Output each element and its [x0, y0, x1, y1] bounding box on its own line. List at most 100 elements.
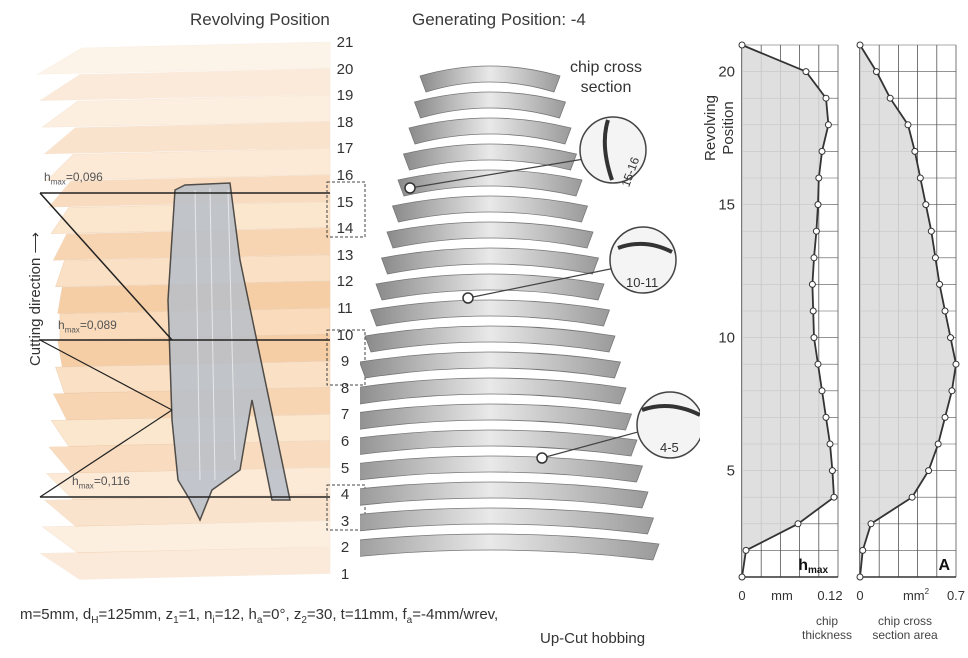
- tooth-band: [408, 117, 572, 145]
- data-point: [867, 520, 875, 528]
- data-point: [941, 413, 949, 421]
- data-point: [927, 227, 935, 235]
- data-point: [886, 94, 894, 102]
- data-point: [904, 121, 912, 129]
- cut-plane: [43, 121, 331, 155]
- revolving-number: 6: [340, 433, 350, 450]
- highlight-box-15-16: [326, 181, 366, 238]
- callout-point-15-16: [404, 182, 416, 194]
- data-point: [925, 467, 933, 475]
- data-point: [814, 360, 822, 368]
- chip-section-callout-15-16: [579, 116, 647, 184]
- revolving-number: 5: [340, 459, 350, 477]
- cutting-direction-label: Cutting direction ⟶: [27, 231, 44, 367]
- tooth-band: [380, 247, 600, 275]
- revolving-number: 21: [336, 34, 354, 51]
- area-fill: [860, 45, 956, 577]
- data-point: [952, 360, 960, 368]
- tooth-band: [386, 221, 594, 249]
- revolving-number: 11: [337, 300, 353, 317]
- y-tick-label: 10: [718, 330, 735, 347]
- data-point: [810, 254, 818, 262]
- data-point: [818, 147, 826, 155]
- data-point: [822, 94, 830, 102]
- data-point: [815, 174, 823, 182]
- data-point: [738, 41, 746, 49]
- cut-plane: [46, 148, 331, 181]
- revolving-number: 9: [340, 353, 350, 371]
- cut-plane: [39, 547, 331, 580]
- hob-flank-shape: [167, 182, 291, 522]
- tooth-band: [397, 169, 583, 197]
- data-point: [948, 387, 956, 395]
- revolving-number: 16: [336, 167, 354, 184]
- data-point: [822, 413, 830, 421]
- highlight-box-10-11: [326, 329, 366, 386]
- chip-section-callout-4-5: [636, 391, 700, 459]
- x-tick-label: mm2: [903, 587, 930, 603]
- data-point: [830, 493, 838, 501]
- revolving-number: 3: [340, 512, 350, 530]
- data-point: [859, 546, 867, 554]
- tooth-band: [360, 377, 627, 405]
- x-tick-label: mm: [771, 588, 793, 603]
- data-point: [934, 440, 942, 448]
- revolving-number: 15: [336, 193, 354, 211]
- revolving-number: 14: [336, 220, 354, 238]
- generating-position-title: Generating Position: -4: [412, 10, 586, 29]
- tooth-band: [360, 507, 655, 535]
- data-point: [742, 546, 750, 554]
- data-point: [922, 201, 930, 209]
- revolving-number: 2: [340, 539, 350, 557]
- chart-badge: hmax: [798, 557, 828, 576]
- data-point: [802, 68, 810, 76]
- tooth-band: [413, 91, 567, 119]
- revolving-stack-diagram: [36, 41, 366, 580]
- revolving-number: 18: [336, 113, 354, 131]
- data-point: [856, 573, 864, 581]
- revolving-number: 17: [336, 140, 354, 158]
- chart-badge: A: [938, 557, 950, 574]
- data-point: [872, 68, 880, 76]
- data-point: [814, 201, 822, 209]
- arrow-up-icon: ⟶: [27, 231, 44, 254]
- data-point: [810, 334, 818, 342]
- tooth-band: [360, 351, 622, 379]
- revolving-number: 19: [336, 87, 354, 105]
- data-point: [826, 440, 834, 448]
- data-point: [947, 334, 955, 342]
- cut-plane: [39, 68, 331, 101]
- highlight-box-4-5: [326, 484, 366, 531]
- x-tick-label: 0: [856, 588, 863, 603]
- data-point: [941, 307, 949, 315]
- data-point: [936, 280, 944, 288]
- chip-section-callout-10-11: [609, 226, 677, 294]
- hmax-label-upper: hmax=0,096: [44, 170, 103, 187]
- tooth-band: [402, 143, 578, 171]
- generating-position-diagram: [360, 65, 700, 561]
- data-point: [794, 520, 802, 528]
- tooth-band: [360, 455, 644, 483]
- tooth-band: [360, 403, 633, 431]
- revolving-number: 10: [336, 326, 354, 344]
- callout-point-10-11: [462, 292, 474, 304]
- callout-point-4-5: [536, 452, 548, 464]
- data-point: [738, 573, 746, 581]
- data-point: [818, 387, 826, 395]
- hmax-label-lower: hmax=0,116: [72, 474, 130, 491]
- revolving-number: 13: [336, 246, 354, 264]
- y-tick-label: 20: [718, 64, 735, 81]
- process-caption: Up-Cut hobbing: [540, 630, 646, 647]
- data-point: [931, 254, 939, 262]
- cut-plane: [41, 520, 331, 554]
- cut-plane: [36, 41, 331, 75]
- data-point: [856, 41, 864, 49]
- area-fill: [742, 45, 834, 577]
- tooth-band: [375, 273, 605, 301]
- revolving-number: 7: [340, 406, 350, 424]
- data-point: [911, 147, 919, 155]
- cut-plane: [41, 94, 331, 128]
